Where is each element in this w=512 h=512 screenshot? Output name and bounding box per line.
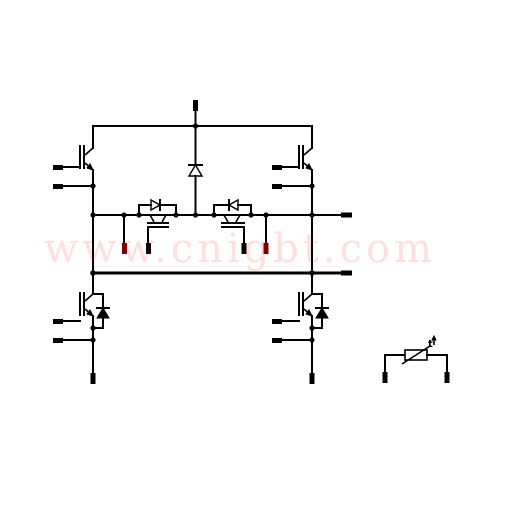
pin-t6-emitter: [272, 338, 282, 343]
pin-ntc-1: [382, 372, 388, 383]
pin-t4-gate: [272, 165, 282, 170]
ntc-thermistor: t: [382, 334, 450, 383]
pin-ntc-2: [444, 372, 450, 383]
top-rail: [92, 100, 313, 129]
pin-t6-gate: [272, 319, 282, 324]
pin-t5-gate: [53, 319, 63, 324]
bidirectional-switch-right: [213, 198, 269, 254]
clamp-diode-center: [187, 125, 204, 216]
pin-right-mid: [341, 212, 352, 218]
pin-bottom-right-dc-minus: [309, 373, 315, 384]
igbt-t1-top-left: [53, 125, 96, 216]
igbt-t4-top-right: [272, 125, 315, 216]
bidirectional-switch-left: [122, 198, 177, 254]
pin-t3-aux: [263, 243, 269, 254]
pin-output-ac: [341, 270, 352, 276]
igbt-t6-bottom-right: [272, 272, 329, 384]
pin-t1-gate: [53, 165, 63, 170]
pin-t4-emitter: [272, 184, 282, 189]
pin-t5-emitter: [53, 338, 63, 343]
pin-top-dc-plus: [193, 100, 198, 111]
pin-t1-emitter: [53, 184, 63, 189]
output-bus: [90, 214, 352, 276]
pin-t3-gate: [241, 243, 247, 254]
igbt-t5-bottom-left: [53, 272, 110, 384]
pin-bottom-left-dc-minus: [90, 373, 96, 384]
pin-t2-gate: [146, 243, 151, 254]
thermistor-t-mark: t: [428, 339, 433, 350]
pin-t2-aux: [122, 243, 127, 254]
